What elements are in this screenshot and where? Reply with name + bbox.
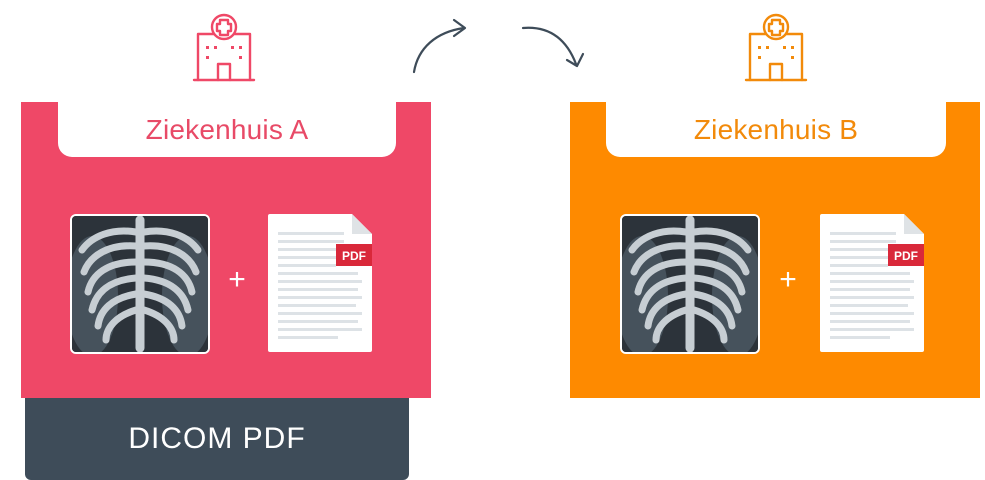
hospital-a-title: Ziekenhuis A	[58, 102, 396, 157]
xray-icon	[70, 214, 210, 354]
plus-sign: +	[228, 263, 246, 296]
pdf-badge-label: PDF	[894, 249, 918, 263]
hospital-a-panel: Ziekenhuis A +	[21, 102, 431, 398]
hospital-a-icon	[192, 13, 256, 82]
plus-sign: +	[779, 263, 797, 296]
pdf-document-icon: PDF	[820, 214, 924, 352]
hospital-b-title: Ziekenhuis B	[606, 102, 946, 157]
dicom-pdf-label: DICOM PDF	[25, 398, 409, 480]
xray-icon	[620, 214, 760, 354]
hospital-b-icon	[744, 13, 808, 82]
pdf-document-icon: PDF	[268, 214, 372, 352]
curved-arrow-up-icon	[412, 18, 467, 74]
hospital-b-panel: Ziekenhuis B +	[570, 102, 980, 398]
pdf-badge-label: PDF	[342, 249, 366, 263]
curved-arrow-down-icon	[521, 26, 585, 68]
